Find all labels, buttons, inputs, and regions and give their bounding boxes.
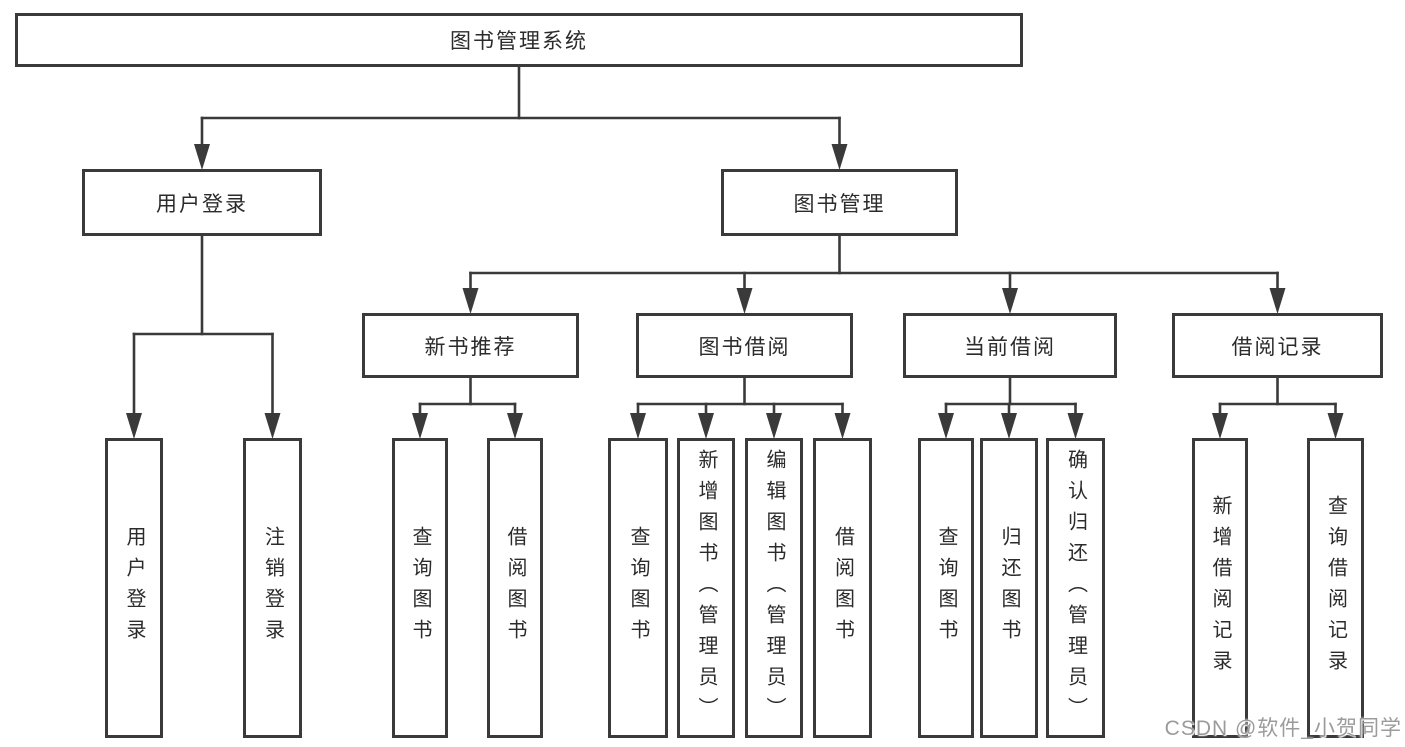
arrowhead-icon <box>630 413 646 439</box>
arrowhead-icon <box>507 413 523 439</box>
arrowhead-icon <box>766 413 782 439</box>
node-label-leaf-bb-edit: 编辑图书（管理员） <box>763 448 785 728</box>
arrowhead-icon <box>462 288 479 314</box>
node-leaf-user-login: 用户登录 <box>105 438 163 738</box>
node-leaf-nbr-borrow: 借阅图书 <box>487 438 543 738</box>
node-label-book-borrow: 图书借阅 <box>698 335 791 359</box>
node-label-leaf-bb-add: 新增图书（管理员） <box>695 448 717 728</box>
arrowhead-icon <box>831 144 848 170</box>
node-label-book-mgmt: 图书管理 <box>793 192 886 216</box>
node-leaf-logout: 注销登录 <box>243 438 302 738</box>
node-label-leaf-bb-query: 查询图书 <box>627 526 649 650</box>
node-label-leaf-bb-borrow: 借阅图书 <box>831 526 854 650</box>
node-label-leaf-user-login: 用户登录 <box>123 526 145 650</box>
node-label-leaf-nbr-borrow: 借阅图书 <box>504 526 526 650</box>
node-root: 图书管理系统 <box>15 13 1023 67</box>
arrowhead-icon <box>1327 413 1344 439</box>
node-label-leaf-nbr-query: 查询图书 <box>409 526 431 650</box>
node-label-user-login: 用户登录 <box>156 192 248 216</box>
node-label-new-book-rec: 新书推荐 <box>424 335 517 359</box>
node-leaf-bb-borrow: 借阅图书 <box>813 438 872 738</box>
node-label-leaf-cb-confirm: 确认归还（管理员） <box>1064 448 1087 728</box>
node-book-borrow: 图书借阅 <box>636 313 853 378</box>
arrowhead-icon <box>1212 413 1228 439</box>
node-new-book-rec: 新书推荐 <box>362 313 579 378</box>
node-label-leaf-cb-query: 查询图书 <box>935 526 957 650</box>
arrowhead-icon <box>194 144 210 170</box>
node-current-borrow: 当前借阅 <box>903 313 1117 378</box>
node-leaf-cb-query: 查询图书 <box>918 438 974 738</box>
node-leaf-nbr-query: 查询图书 <box>392 438 448 738</box>
arrowhead-icon <box>126 413 142 439</box>
arrowhead-icon <box>1067 413 1084 439</box>
node-label-leaf-br-query: 查询借阅记录 <box>1324 495 1347 681</box>
node-label-borrow-records: 借阅记录 <box>1231 335 1324 359</box>
arrowhead-icon <box>834 413 851 439</box>
arrowhead-icon <box>698 413 714 439</box>
arrowhead-icon <box>1269 288 1286 314</box>
node-leaf-bb-add: 新增图书（管理员） <box>677 438 735 738</box>
node-user-login: 用户登录 <box>82 169 322 236</box>
node-leaf-br-query: 查询借阅记录 <box>1307 438 1364 738</box>
arrowhead-icon <box>1001 413 1017 439</box>
node-leaf-br-add: 新增借阅记录 <box>1192 438 1248 738</box>
node-label-current-borrow: 当前借阅 <box>964 335 1056 359</box>
arrowhead-icon <box>938 413 954 439</box>
arrowhead-icon <box>264 413 281 439</box>
arrowhead-icon <box>412 413 428 439</box>
node-leaf-cb-return: 归还图书 <box>980 438 1038 738</box>
node-label-leaf-cb-return: 归还图书 <box>998 526 1020 650</box>
node-borrow-records: 借阅记录 <box>1172 313 1383 378</box>
arrowhead-icon <box>1002 288 1018 314</box>
node-label-leaf-logout: 注销登录 <box>261 526 284 650</box>
node-leaf-bb-query: 查询图书 <box>608 438 668 738</box>
node-label-root: 图书管理系统 <box>450 30 588 53</box>
node-leaf-bb-edit: 编辑图书（管理员） <box>745 438 803 738</box>
arrowhead-icon <box>736 288 753 314</box>
node-label-leaf-br-add: 新增借阅记录 <box>1209 495 1231 681</box>
node-leaf-cb-confirm: 确认归还（管理员） <box>1046 438 1105 738</box>
node-book-mgmt: 图书管理 <box>721 169 958 236</box>
watermark: CSDN @软件_小贺同学 <box>1164 717 1402 740</box>
